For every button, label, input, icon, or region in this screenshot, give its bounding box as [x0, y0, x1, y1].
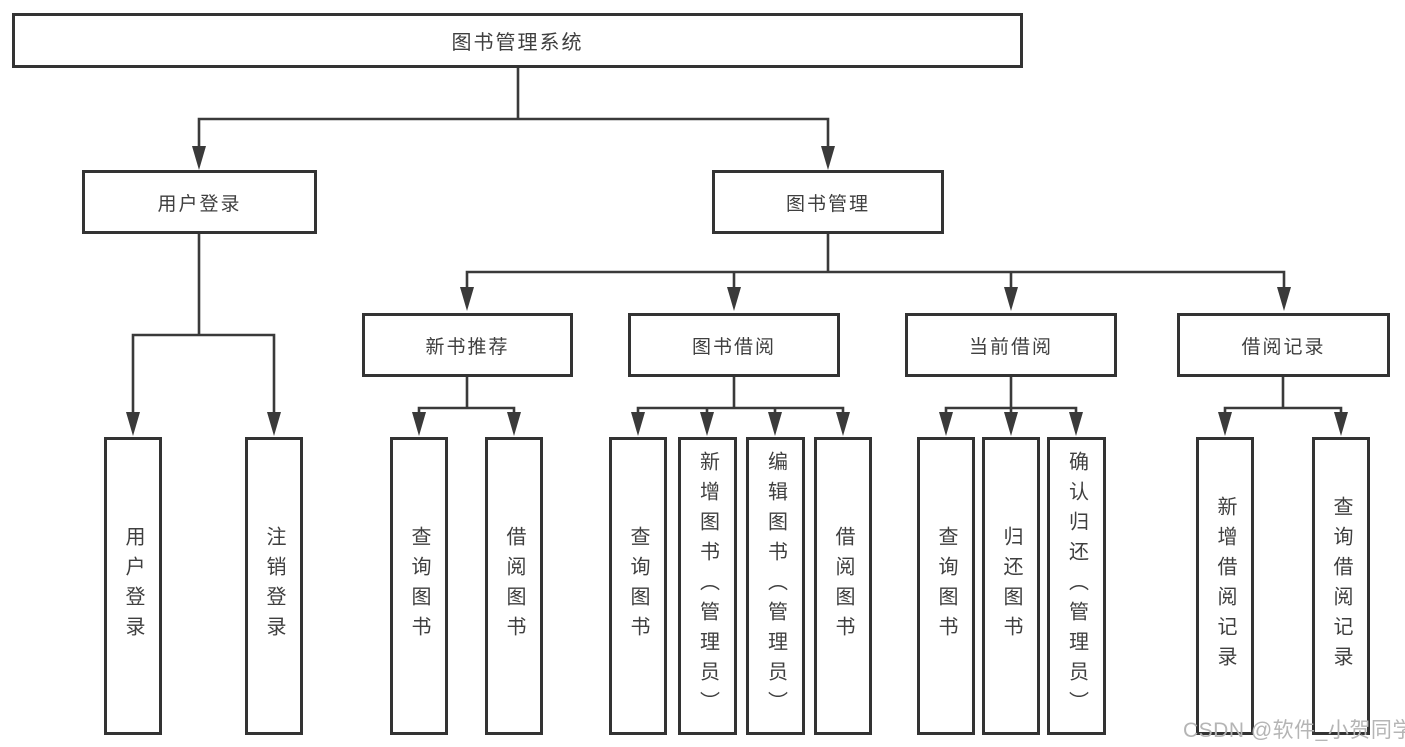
connector-lines — [131, 66, 1343, 416]
node-newbook-query-books: 查询图书 — [390, 437, 448, 735]
arrowhead — [700, 412, 714, 436]
arrowhead — [631, 412, 645, 436]
node-newbook-borrow-books: 借阅图书 — [485, 437, 543, 735]
node-borrowing-borrow-books: 借阅图书 — [814, 437, 872, 735]
node-current-confirm-return-admin: 确认归还（管理员） — [1047, 437, 1106, 735]
edge-records-to-children — [1223, 375, 1343, 416]
edge-login-to-children — [131, 232, 276, 416]
arrowhead — [126, 412, 140, 436]
node-book-management-module: 图书管理 — [712, 170, 944, 234]
node-current-query-books: 查询图书 — [917, 437, 975, 735]
edge-root-to-level2 — [197, 66, 830, 150]
arrowhead — [412, 412, 426, 436]
arrowhead — [821, 146, 835, 170]
node-borrowing-records: 借阅记录 — [1177, 313, 1390, 377]
node-current-borrowing: 当前借阅 — [905, 313, 1117, 377]
arrowhead — [768, 412, 782, 436]
edge-currentborrow-to-children — [944, 375, 1078, 416]
csdn-watermark: CSDN @软件_小贺同学 — [1183, 719, 1405, 742]
arrowheads — [126, 146, 1348, 436]
node-borrowing-edit-books-admin: 编辑图书（管理员） — [746, 437, 805, 735]
arrowhead — [507, 412, 521, 436]
arrowhead — [1004, 412, 1018, 436]
node-book-borrowing: 图书借阅 — [628, 313, 840, 377]
node-records-add-record: 新增借阅记录 — [1196, 437, 1254, 735]
arrowhead — [939, 412, 953, 436]
node-logout-leaf: 注销登录 — [245, 437, 303, 735]
node-borrowing-add-books-admin: 新增图书（管理员） — [678, 437, 737, 735]
node-user-login-leaf: 用户登录 — [104, 437, 162, 735]
arrowhead — [267, 412, 281, 436]
arrowhead — [460, 287, 474, 311]
arrowhead — [1334, 412, 1348, 436]
node-user-login-module: 用户登录 — [82, 170, 317, 234]
edge-bookmgmt-to-level3 — [465, 232, 1286, 291]
arrowhead — [1218, 412, 1232, 436]
node-new-book-recommendation: 新书推荐 — [362, 313, 573, 377]
node-borrowing-query-books: 查询图书 — [609, 437, 667, 735]
arrowhead — [1004, 287, 1018, 311]
node-current-return-books: 归还图书 — [982, 437, 1040, 735]
edge-newbook-to-children — [417, 375, 516, 416]
node-library-management-system: 图书管理系统 — [12, 13, 1023, 68]
node-records-query-record: 查询借阅记录 — [1312, 437, 1370, 735]
arrowhead — [836, 412, 850, 436]
edge-bookborrow-to-children — [636, 375, 845, 416]
arrowhead — [1069, 412, 1083, 436]
arrowhead — [192, 146, 206, 170]
arrowhead — [1277, 287, 1291, 311]
arrowhead — [727, 287, 741, 311]
